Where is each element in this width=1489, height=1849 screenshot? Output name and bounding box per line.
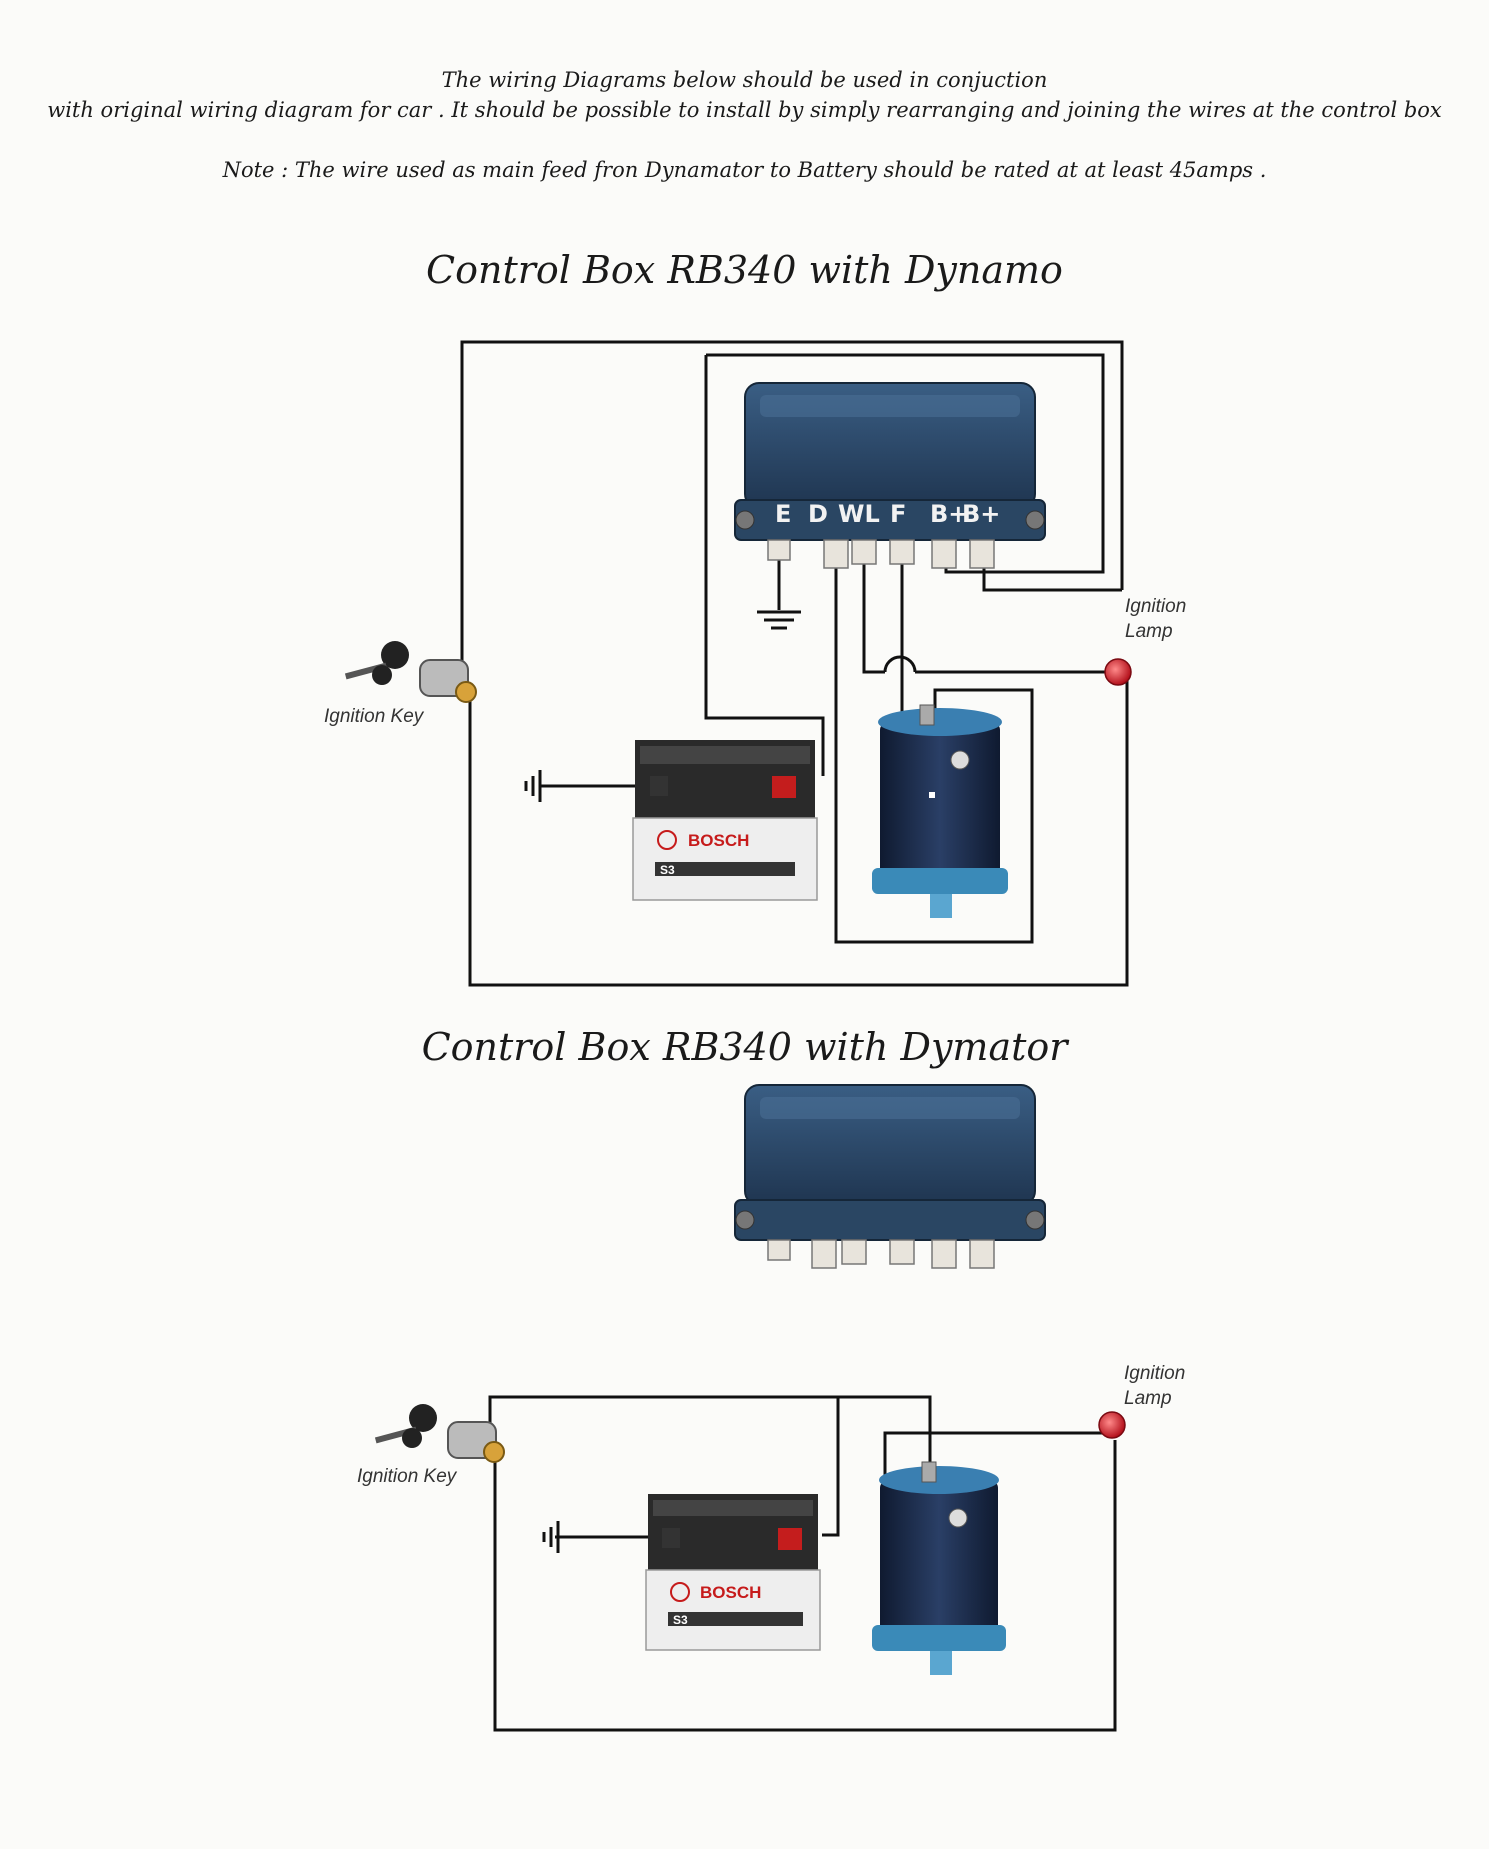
wire-dynamo-feed: [838, 1395, 932, 1475]
battery-model: S3: [660, 863, 675, 877]
ignition-key-label-2: Ignition Key: [357, 1466, 458, 1487]
diagram2: Ignition Key Ignition Lamp BOSCH S3: [357, 1084, 1185, 1732]
ignition-lamp-label-1: Ignition: [1125, 596, 1186, 617]
wire-wl-to-lamp: [862, 555, 885, 674]
wire-d: [834, 555, 1034, 944]
ignition-lamp-icon: [1104, 658, 1132, 686]
wire-dynamo-to-lamp: [883, 1431, 1107, 1475]
ignition-lamp-label-2-1: Ignition: [1124, 1363, 1185, 1384]
terminal-wl: WL: [838, 500, 880, 528]
intro-note: Note : The wire used as main feed fron D…: [222, 158, 1267, 182]
diagram2-wires: [488, 1395, 1117, 1732]
dynamo-icon: [872, 704, 1008, 918]
terminal-f: F: [890, 500, 906, 528]
terminal-e: E: [775, 500, 791, 528]
ignition-lamp-label-2: Lamp: [1125, 621, 1173, 642]
diagram1-title: Control Box RB340 with Dynamo: [426, 248, 1063, 292]
ignition-key-icon: [344, 641, 477, 703]
intro-line-1: The wiring Diagrams below should be used…: [441, 68, 1048, 92]
ignition-key-label: Ignition Key: [324, 706, 425, 727]
intro-line-2: with original wiring diagram for car . I…: [47, 98, 1442, 122]
ground-symbol-battery-2: [542, 1521, 560, 1553]
terminal-d: D: [808, 500, 828, 528]
ground-symbol-control-box: [757, 610, 801, 630]
ignition-key-icon-2: [374, 1404, 505, 1463]
terminal-lugs: [767, 539, 995, 569]
ground-symbol-battery-1: [524, 770, 542, 802]
wire-b-plus-to-battery: [704, 355, 825, 776]
control-box-rb340: E D WL F B+ B+: [734, 382, 1046, 569]
battery-icon-2: [645, 1494, 821, 1651]
wire-main-loop: [460, 340, 1124, 692]
diagram1: E D WL F B+ B+ Ignition Key Ignition Lam…: [324, 340, 1186, 987]
battery-model-2: S3: [673, 1613, 688, 1627]
battery-brand-2: BOSCH: [700, 1583, 761, 1602]
wire-lamp-to-key: [493, 1440, 1117, 1732]
control-box-rb340-unwired: [734, 1084, 1046, 1269]
ignition-lamp-label-2-2: Lamp: [1124, 1388, 1172, 1409]
battery-brand: BOSCH: [688, 831, 749, 850]
dynamator-icon: [872, 1461, 1006, 1675]
wire-crossover: [883, 655, 917, 673]
terminal-b-plus-1: B+: [930, 500, 968, 528]
battery-icon: [632, 740, 818, 901]
ignition-lamp-icon-2: [1098, 1411, 1126, 1439]
diagram2-title: Control Box RB340 with Dymator: [421, 1025, 1068, 1069]
terminal-b-plus-2: B+: [962, 500, 1000, 528]
